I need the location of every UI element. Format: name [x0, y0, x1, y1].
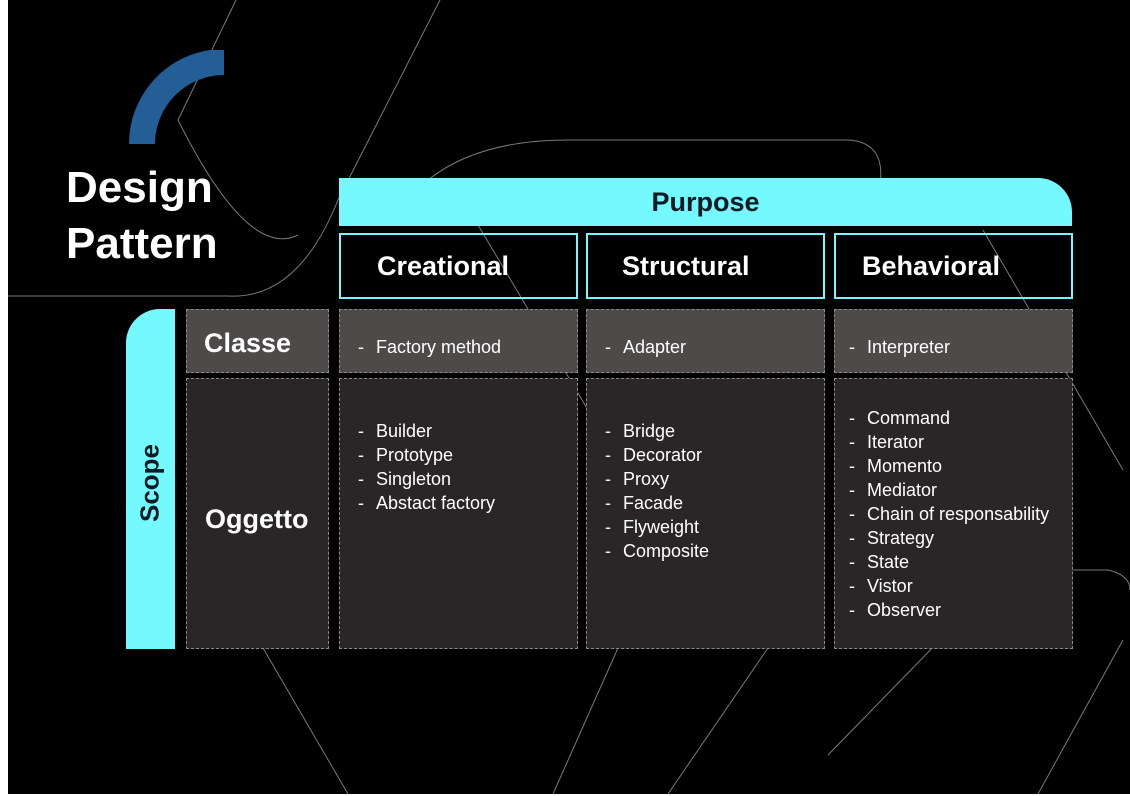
- arc-decoration: [129, 50, 225, 145]
- diagram-canvas: Design Pattern Purpose Creational Struct…: [8, 0, 1130, 794]
- pattern-item: Observer: [849, 598, 1072, 622]
- pattern-item: Mediator: [849, 478, 1072, 502]
- column-header-creational: Creational: [339, 233, 578, 299]
- pattern-item: Singleton: [358, 467, 577, 491]
- cell-classe-behavioral: Interpreter: [834, 309, 1073, 373]
- pattern-item: Abstact factory: [358, 491, 577, 515]
- pattern-item: Strategy: [849, 526, 1072, 550]
- cell-classe-creational: Factory method: [339, 309, 578, 373]
- scope-label: Scope: [134, 443, 165, 523]
- row-header-oggetto: Oggetto: [186, 378, 329, 649]
- pattern-item: Momento: [849, 454, 1072, 478]
- pattern-item: Interpreter: [849, 335, 1072, 359]
- diagram-title: Design Pattern: [66, 160, 218, 272]
- purpose-header: Purpose: [339, 178, 1072, 226]
- cell-oggetto-creational: BuilderPrototypeSingletonAbstact factory: [339, 378, 578, 649]
- title-line-1: Design: [66, 163, 213, 212]
- pattern-item: Iterator: [849, 430, 1072, 454]
- row-header-classe: Classe: [186, 309, 329, 373]
- pattern-item: Factory method: [358, 335, 577, 359]
- pattern-item: State: [849, 550, 1072, 574]
- cell-classe-structural: Adapter: [586, 309, 825, 373]
- pattern-item: Adapter: [605, 335, 824, 359]
- pattern-item: Bridge: [605, 419, 824, 443]
- column-header-structural: Structural: [586, 233, 825, 299]
- pattern-item: Chain of responsability: [849, 502, 1072, 526]
- pattern-item: Decorator: [605, 443, 824, 467]
- scope-bar: [126, 309, 175, 649]
- pattern-item: Prototype: [358, 443, 577, 467]
- cell-oggetto-structural: BridgeDecoratorProxyFacadeFlyweightCompo…: [586, 378, 825, 649]
- pattern-item: Vistor: [849, 574, 1072, 598]
- column-header-behavioral: Behavioral: [834, 233, 1073, 299]
- pattern-item: Command: [849, 406, 1072, 430]
- title-line-2: Pattern: [66, 219, 218, 268]
- pattern-item: Flyweight: [605, 515, 824, 539]
- pattern-item: Composite: [605, 539, 824, 563]
- pattern-item: Proxy: [605, 467, 824, 491]
- pattern-item: Facade: [605, 491, 824, 515]
- pattern-item: Builder: [358, 419, 577, 443]
- cell-oggetto-behavioral: CommandIteratorMomentoMediatorChain of r…: [834, 378, 1073, 649]
